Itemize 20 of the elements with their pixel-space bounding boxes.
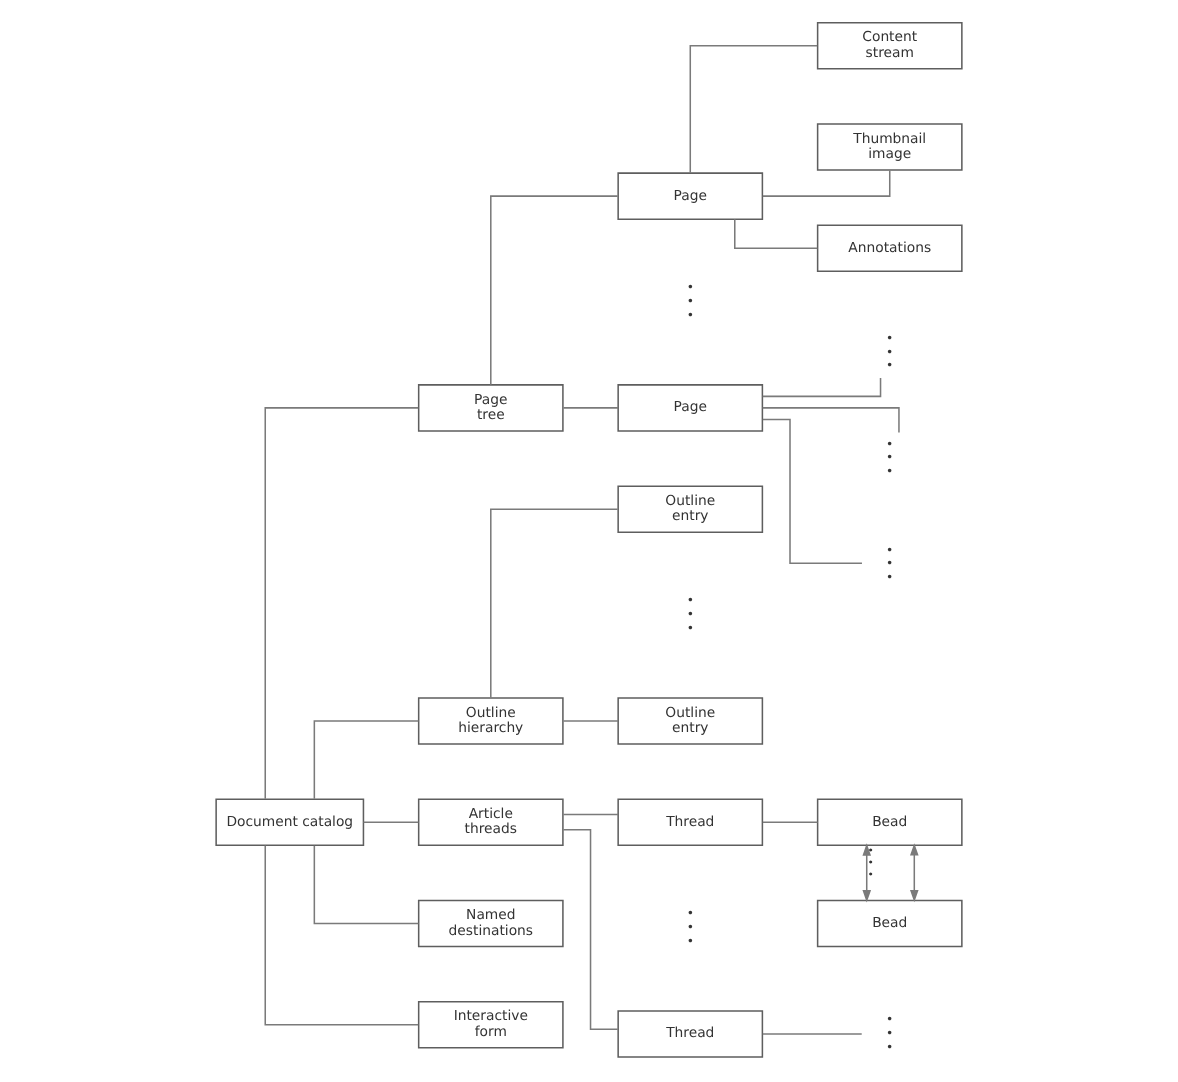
connector: [762, 418, 863, 564]
connector: [761, 407, 900, 434]
connector: [762, 821, 819, 823]
arrow: [910, 843, 919, 903]
connector: [562, 720, 619, 722]
connector: [562, 829, 619, 1031]
connector: [264, 844, 419, 1026]
connector: [689, 45, 818, 174]
connector: [490, 508, 619, 699]
connector: [313, 844, 420, 925]
connector: [562, 813, 619, 816]
connector: [762, 1033, 863, 1035]
connector: [761, 377, 882, 398]
connector: [313, 720, 420, 800]
connector: [362, 821, 420, 823]
connector: [562, 407, 619, 409]
connector: [490, 195, 619, 386]
connector: [264, 407, 419, 800]
connector: [734, 218, 818, 250]
arrow: [862, 843, 872, 903]
